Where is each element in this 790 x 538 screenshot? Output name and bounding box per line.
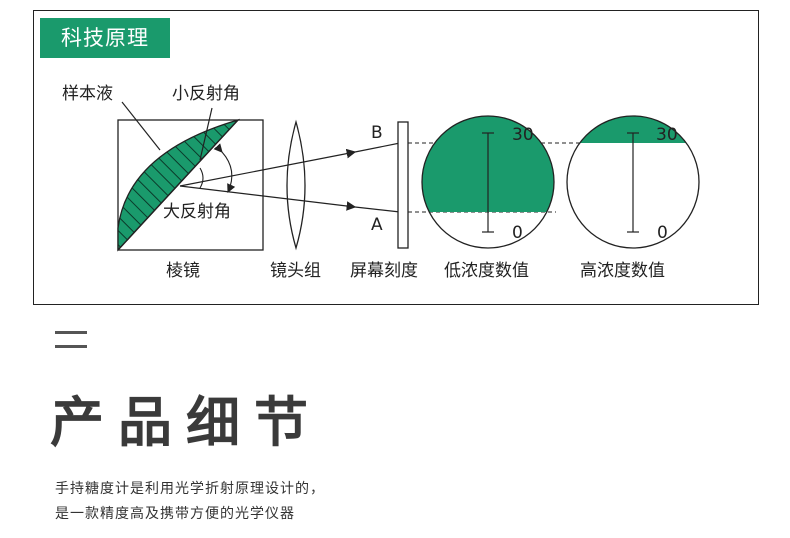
high-reading-fill bbox=[567, 116, 699, 143]
ray-a bbox=[179, 185, 357, 211]
section-desc-line-2: 是一款精度高及携带方便的光学仪器 bbox=[55, 506, 295, 522]
label-screen-scale: 屏幕刻度 bbox=[350, 261, 418, 281]
sample-pointer bbox=[121, 101, 161, 151]
high-reading-circle bbox=[566, 115, 700, 249]
section-title: 产品细节 bbox=[50, 391, 322, 454]
section-desc-line-1: 手持糖度计是利用光学折射原理设计的， bbox=[55, 481, 325, 497]
section-mark-icon bbox=[55, 331, 87, 359]
label-point-b: B bbox=[371, 123, 383, 143]
prism-box bbox=[117, 119, 264, 251]
principle-panel bbox=[33, 10, 759, 305]
screen-shape bbox=[397, 121, 409, 249]
label-low-bottom: 0 bbox=[512, 223, 523, 243]
small-angle-arc bbox=[199, 167, 204, 189]
label-prism: 棱镜 bbox=[166, 261, 200, 281]
ray-b-2 bbox=[354, 142, 401, 153]
label-point-a: A bbox=[371, 215, 383, 235]
label-sample-liquid: 样本液 bbox=[62, 84, 113, 104]
label-lens-group: 镜头组 bbox=[270, 261, 321, 281]
large-angle-arc bbox=[213, 143, 236, 194]
small-angle-pointer bbox=[199, 107, 213, 161]
label-high-top: 30 bbox=[656, 125, 678, 145]
prism-diagonal bbox=[117, 119, 239, 251]
label-low-top: 30 bbox=[512, 125, 534, 145]
ray-b bbox=[179, 148, 357, 187]
label-low-reading: 低浓度数值 bbox=[444, 261, 529, 281]
section-badge: 科技原理 bbox=[40, 18, 170, 58]
low-reading-fill bbox=[422, 116, 554, 212]
label-large-angle: 大反射角 bbox=[163, 202, 231, 222]
ray-a-2 bbox=[354, 206, 401, 213]
label-small-angle: 小反射角 bbox=[172, 84, 240, 104]
label-high-reading: 高浓度数值 bbox=[580, 261, 665, 281]
low-reading-circle bbox=[421, 115, 555, 249]
label-high-bottom: 0 bbox=[657, 223, 668, 243]
lens-group-shape bbox=[286, 119, 306, 251]
